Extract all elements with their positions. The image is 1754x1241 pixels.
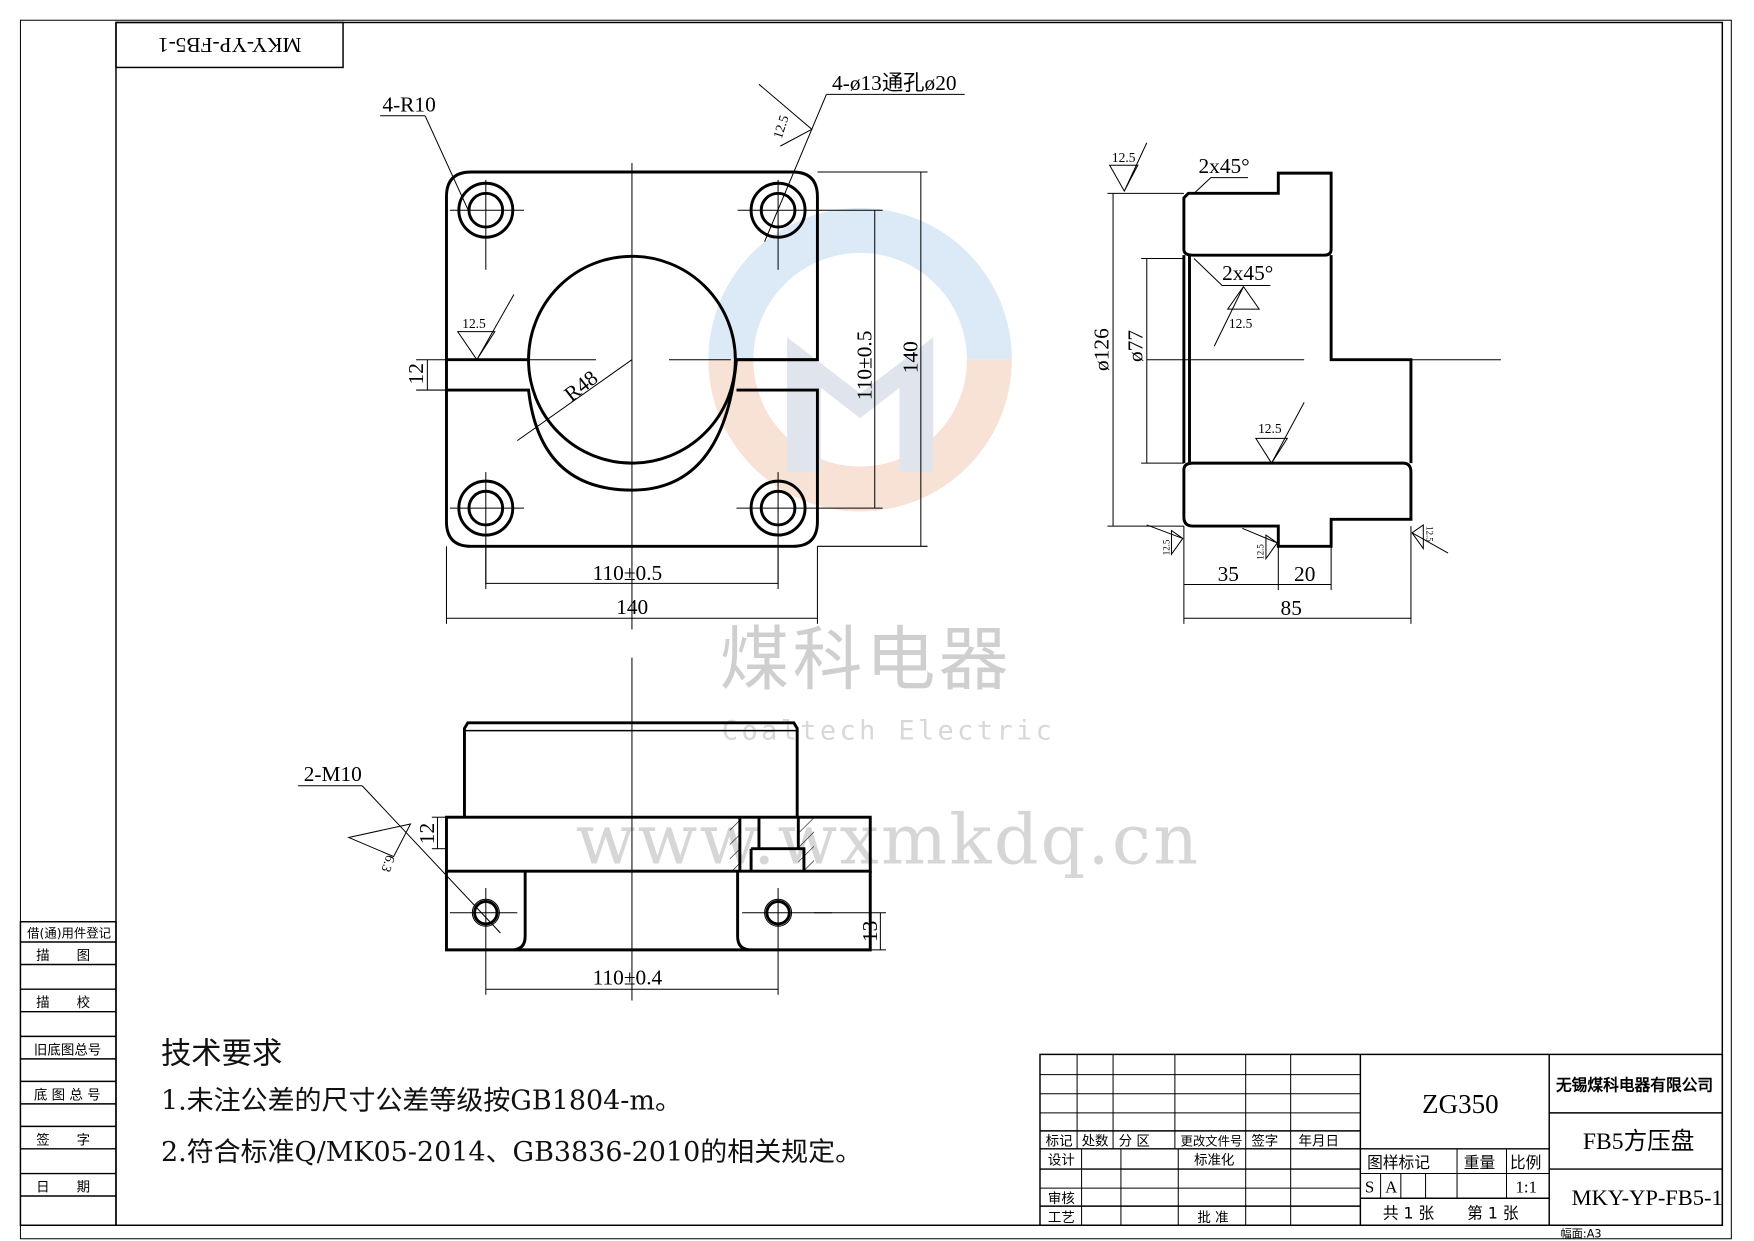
label-process: 工艺: [1048, 1210, 1075, 1226]
watermark-cn: 煤科电器: [720, 619, 1012, 700]
strip-label: 底 图 总 号: [34, 1087, 101, 1103]
dim-bore-radius: R48: [560, 366, 603, 407]
plate-outline: [445, 170, 819, 492]
roughness-label: 12.5: [1229, 316, 1253, 331]
label-weight: 重量: [1464, 1153, 1495, 1172]
dim-hole: 13: [858, 921, 882, 942]
label-approve: 批 准: [1197, 1210, 1228, 1226]
roughness-label: 12.5: [770, 113, 792, 140]
roughness-label: 12.5: [1425, 526, 1435, 542]
rev-header: 签字: [1251, 1132, 1278, 1149]
rev-header: 分 区: [1119, 1133, 1150, 1149]
strip-label: 描 图: [36, 948, 90, 964]
note-item: 1.未注公差的尺寸公差等级按GB1804-m。: [161, 1085, 682, 1116]
dim-outer-dia: ø126: [1090, 328, 1114, 371]
rev-header: 更改文件号: [1181, 1133, 1243, 1148]
dim-chamfer-outer: 2x45°: [1198, 154, 1249, 178]
paper-size: 幅面:A3: [1560, 1228, 1601, 1241]
mark-a: A: [1385, 1178, 1398, 1197]
scale-value: 1:1: [1515, 1178, 1537, 1197]
dim-inner-dia: ø77: [1123, 330, 1147, 362]
strip-label: 日 期: [36, 1180, 90, 1196]
mark-s: S: [1365, 1178, 1374, 1197]
dim-slot: 12: [404, 363, 428, 384]
label-review: 审核: [1048, 1191, 1075, 1207]
dim-chamfer-inner: 2x45°: [1222, 261, 1273, 285]
rev-header: 标记: [1046, 1133, 1073, 1149]
side-strip: 借(通)用件登记 描 图 描 校 旧底图总号 底 图 总 号 签 字 日 期: [19, 921, 117, 1226]
drawing-number: MKY-YP-FB5-1: [1572, 1185, 1723, 1210]
corner-code: MKY-YP-FB5-1: [158, 33, 301, 57]
dim-holes: 4-ø13通孔ø20: [832, 71, 957, 95]
bore-circle: [527, 254, 737, 465]
title-block: 标记 处数 分 区 更改文件号 签字 年月日 设计 标准化 审核 工艺 批 准 …: [1039, 1053, 1724, 1241]
dim-corner-radius: 4-R10: [382, 92, 435, 116]
front-view: 2-M10 6.3 12 13 110±0.4: [298, 657, 886, 1001]
dim-len-b: 20: [1294, 562, 1315, 586]
roughness-label: 12.5: [1258, 421, 1282, 436]
strip-label: 旧底图总号: [34, 1042, 101, 1058]
roughness-label: 12.5: [462, 316, 486, 331]
note-item: 2.符合标准Q/MK05-2014、GB3836-2010的相关规定。: [161, 1137, 862, 1168]
strip-label: 签 字: [36, 1131, 90, 1148]
watermark-logo: [708, 207, 1012, 512]
dim-hole-spacing-v: 110±0.5: [852, 331, 876, 401]
strip-label: 借(通)用件登记: [27, 925, 111, 940]
dim-top: 12: [415, 823, 439, 844]
rev-header: 年月日: [1299, 1133, 1339, 1149]
dim-total-len: 85: [1281, 596, 1302, 620]
sheets-total: 共 1 张: [1383, 1204, 1435, 1223]
rev-header: 处数: [1082, 1133, 1109, 1149]
label-drawing-mark: 图样标记: [1367, 1153, 1430, 1172]
sheet-number: 第 1 张: [1467, 1204, 1519, 1223]
roughness-label: 12.5: [1256, 544, 1266, 560]
strip-label: 描 校: [36, 994, 90, 1011]
roughness-label: 6.3: [378, 853, 398, 874]
company-name: 无锡煤科电器有限公司: [1556, 1075, 1713, 1094]
notes-title: 技术要求: [161, 1036, 282, 1071]
material: ZG350: [1422, 1089, 1498, 1119]
watermark-url: www.wxmkdq.cn: [576, 799, 1201, 880]
dim-len-a: 35: [1218, 562, 1239, 586]
label-standardize: 标准化: [1194, 1153, 1234, 1169]
dim-hole-spacing-h: 110±0.5: [593, 561, 663, 585]
roughness-label: 12.5: [1161, 539, 1171, 555]
section-view: 12.5 2x45° 2x45° 12.5 12.5 ø126 ø77 35 2…: [1090, 142, 1501, 624]
label-scale: 比例: [1510, 1153, 1541, 1172]
label-design: 设计: [1048, 1153, 1075, 1169]
top-view: 4-R10 4-ø13通孔ø20 12.5 12.5 12 R48 110±0.…: [380, 71, 965, 630]
part-name: FB5方压盘: [1583, 1128, 1694, 1155]
dim-height: 140: [898, 341, 922, 373]
dim-width: 140: [616, 595, 648, 619]
technical-requirements: 技术要求 1.未注公差的尺寸公差等级按GB1804-m。 2.符合标准Q/MK0…: [161, 1036, 862, 1168]
dim-threads: 2-M10: [304, 762, 362, 786]
roughness-label: 12.5: [1112, 150, 1136, 165]
dim-hole-spacing: 110±0.4: [593, 966, 663, 990]
